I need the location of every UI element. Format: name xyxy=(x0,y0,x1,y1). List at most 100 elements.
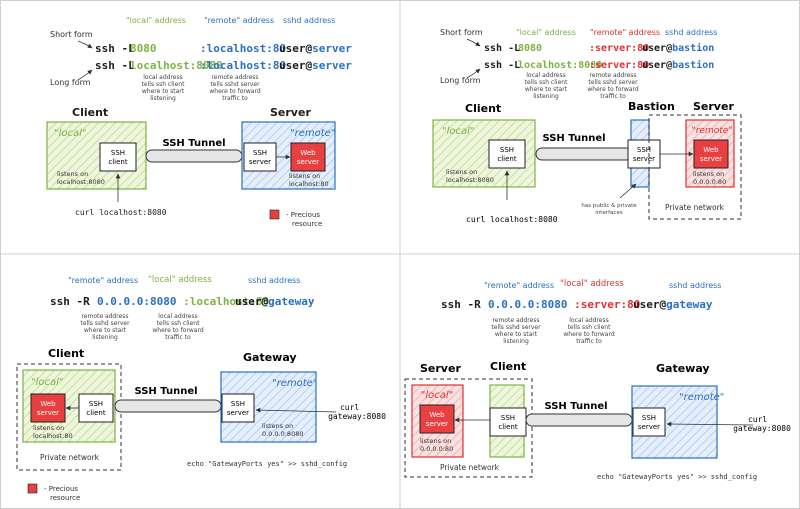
local-tag: "local" xyxy=(54,128,87,139)
svg-text:SSH: SSH xyxy=(642,414,656,422)
server-title: Server xyxy=(270,106,311,119)
svg-text:where to forward: where to forward xyxy=(152,327,203,334)
tunnel-label: SSH Tunnel xyxy=(134,386,197,397)
svg-text:listens on: listens on xyxy=(262,422,293,430)
svg-text:local address: local address xyxy=(526,72,565,79)
svg-text:Web: Web xyxy=(300,149,316,157)
listen-note-left: listens on localhost:8080 xyxy=(446,168,494,184)
web-server-box xyxy=(290,142,326,172)
remote-tag: "remote" xyxy=(692,126,733,136)
svg-text:localhost:80: localhost:80 xyxy=(289,180,329,188)
local-address-note: local address tells ssh client where to … xyxy=(152,313,203,341)
svg-text:interfaces: interfaces xyxy=(595,210,623,216)
ssh-client-box xyxy=(489,407,527,437)
ssh-server-box xyxy=(632,407,666,437)
ssh-tunnel xyxy=(145,149,243,163)
svg-text:remote address: remote address xyxy=(589,72,636,79)
tunnel-label: SSH Tunnel xyxy=(544,401,607,412)
sshd-address-header: sshd address xyxy=(248,276,300,285)
remote-address-note: remote address tells sshd server where t… xyxy=(491,317,541,345)
remote-address-header: "remote" address xyxy=(204,16,274,25)
bastion-title: Bastion xyxy=(628,100,675,113)
listen-note-right: listens on 0.0.0.0:8080 xyxy=(262,422,303,438)
svg-text:traffic to: traffic to xyxy=(222,95,248,102)
svg-text:SSH: SSH xyxy=(637,146,651,154)
panel-local-forward: Short form Long form "local" address "re… xyxy=(46,16,352,228)
client-title: Client xyxy=(72,106,108,119)
svg-text:listens on: listens on xyxy=(446,168,477,176)
svg-text:client: client xyxy=(498,423,517,431)
remote-tag: "remote" xyxy=(272,378,317,389)
private-network-boundary xyxy=(648,114,742,220)
svg-text:0.0.0.0:80: 0.0.0.0:80 xyxy=(420,445,453,453)
remote-tag: "remote" xyxy=(290,128,335,139)
svg-text:localhost:8080: localhost:8080 xyxy=(57,178,105,186)
svg-text:local address: local address xyxy=(158,313,197,320)
panel-remote-forward-server: "remote" address "local" address sshd ad… xyxy=(404,279,791,481)
svg-text:where to start: where to start xyxy=(525,86,568,93)
private-network-boundary xyxy=(16,363,122,471)
svg-text:listening: listening xyxy=(533,93,559,100)
ssh-tunnel xyxy=(525,413,633,427)
curl-command: curl localhost:8080 xyxy=(75,208,167,217)
svg-text:tells sshd server: tells sshd server xyxy=(491,324,541,331)
svg-text:traffic to: traffic to xyxy=(165,334,191,341)
server-title: Server xyxy=(420,362,461,375)
command: ssh -R 0.0.0.0:8080 :server:80 user@gate… xyxy=(441,298,713,311)
svg-text:localhost:80: localhost:80 xyxy=(33,432,73,440)
listen-note-left: listens on 0.0.0.0:80 xyxy=(420,437,453,453)
svg-text:client: client xyxy=(108,158,127,166)
svg-text:Web: Web xyxy=(40,400,56,408)
svg-text:listens on: listens on xyxy=(693,170,724,178)
client-title: Client xyxy=(490,360,526,373)
svg-text:listening: listening xyxy=(503,338,529,345)
local-address-note: local address tells ssh client where to … xyxy=(525,72,569,100)
svg-text:tells ssh client: tells ssh client xyxy=(142,81,186,88)
svg-text:where to start: where to start xyxy=(142,88,185,95)
curl-command: curl gateway:8080 xyxy=(733,415,791,433)
svg-text:client: client xyxy=(497,155,516,163)
ssh-server-box xyxy=(627,139,661,169)
local-address-header: "local" address xyxy=(126,16,186,25)
gateway-title: Gateway xyxy=(656,362,710,375)
svg-text:tells sshd server: tells sshd server xyxy=(210,81,260,88)
svg-text:server: server xyxy=(249,158,271,166)
svg-text:server: server xyxy=(227,409,249,417)
private-network-label: Private network xyxy=(440,463,500,472)
remote-address-header: "remote" address xyxy=(484,281,554,290)
remote-tag: "remote" xyxy=(679,392,724,403)
svg-text:0.0.0.0:8080: 0.0.0.0:8080 xyxy=(262,430,303,438)
svg-text:where to start: where to start xyxy=(495,331,538,338)
local-tag: "local" xyxy=(442,126,475,137)
svg-text:Web: Web xyxy=(703,146,719,154)
ssh-client-box xyxy=(488,139,526,169)
listen-note-left: listens on localhost:80 xyxy=(33,424,73,440)
ssh-server-box xyxy=(221,393,255,423)
tunnel-label: SSH Tunnel xyxy=(162,138,225,149)
svg-text:SSH: SSH xyxy=(501,414,515,422)
sshd-address-header: sshd address xyxy=(665,28,717,37)
svg-text:local address: local address xyxy=(569,317,608,324)
svg-text:localhost:8080: localhost:8080 xyxy=(446,176,494,184)
remote-address-header: "remote" address xyxy=(68,276,138,285)
web-server-box xyxy=(693,139,729,169)
svg-text:server: server xyxy=(633,155,655,163)
svg-text:listens on: listens on xyxy=(57,170,88,178)
remote-address-note: remote address tells sshd server where t… xyxy=(80,313,130,341)
remote-address-header: "remote" address xyxy=(590,28,660,37)
local-address-note: local address tells ssh client where to … xyxy=(142,74,186,102)
local-address-note: local address tells ssh client where to … xyxy=(563,317,614,345)
command-long: ssh -L localhost:8080 :localhost:80 user… xyxy=(95,59,352,72)
command-short: ssh -L 8080 :localhost:80 user@server xyxy=(95,42,352,55)
panel-remote-forward: "remote" address "local" address sshd ad… xyxy=(16,275,386,502)
svg-text:tells ssh client: tells ssh client xyxy=(568,324,612,331)
remote-address-note: remote address tells sshd server where t… xyxy=(209,74,260,102)
svg-text:local address: local address xyxy=(143,74,182,81)
local-tag: "local" xyxy=(421,390,454,401)
private-network-boundary xyxy=(404,378,533,478)
svg-text:listens on: listens on xyxy=(420,437,451,445)
short-form-label: Short form xyxy=(50,30,93,39)
svg-text:server: server xyxy=(700,155,722,163)
sshd-address-header: sshd address xyxy=(283,16,335,25)
